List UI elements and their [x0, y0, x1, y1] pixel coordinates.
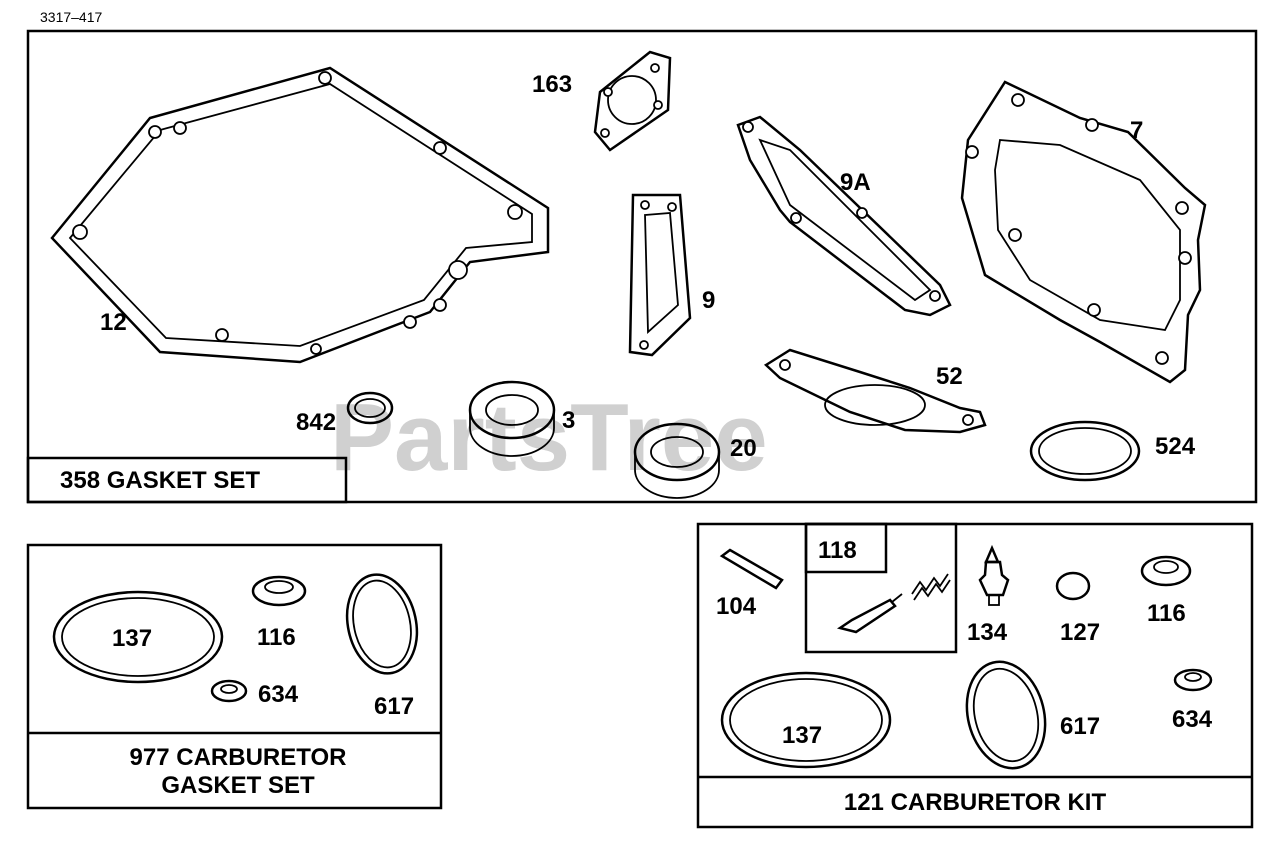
gasket-set-panel: 358 GASKET SET 12 163 [26, 29, 1258, 504]
label-524: 524 [1155, 433, 1196, 460]
part-134-needle-valve[interactable] [978, 544, 1010, 606]
gasket-set-title-box [26, 456, 348, 504]
carb-gasket-set-title-line2: GASKET SET [161, 772, 315, 799]
part-20-oil-seal[interactable] [633, 422, 721, 499]
carb-kit-frame [696, 522, 1254, 829]
label-3: 3 [562, 407, 575, 434]
part-118-screw-and-spring[interactable] [836, 573, 951, 634]
label-20: 20 [730, 435, 757, 462]
label-104: 104 [716, 593, 757, 620]
label-163: 163 [532, 71, 572, 98]
label-52: 52 [936, 363, 963, 390]
subkit-118-label-box [804, 522, 888, 574]
label-842: 842 [296, 409, 336, 436]
part-137-kit-gasket[interactable] [720, 671, 892, 769]
part-617-kit-o-ring[interactable] [956, 653, 1056, 776]
part-52-gasket[interactable] [763, 348, 987, 434]
carb-kit-panel: 121 CARBURETOR KIT 118 104 134 127 [696, 522, 1254, 829]
carb-gasket-set-title-line1: 977 CARBURETOR [130, 744, 347, 771]
part-842-washer[interactable] [346, 391, 394, 425]
part-9a-gasket[interactable] [736, 115, 952, 317]
part-634-kit-washer[interactable] [1173, 668, 1213, 692]
carb-gasket-set-panel: 977 CARBURETOR GASKET SET 137 116 634 61… [26, 543, 443, 810]
gasket-set-title: 358 GASKET SET [60, 467, 260, 494]
label-634-kit: 634 [1172, 706, 1213, 733]
carb-gasket-set-frame [26, 543, 443, 810]
label-116-kit: 116 [1147, 600, 1186, 627]
label-9a: 9A [840, 169, 871, 196]
part-524-o-ring[interactable] [1029, 420, 1141, 482]
document-id: 3317–417 [40, 9, 103, 25]
label-7: 7 [1130, 117, 1143, 144]
label-137: 137 [112, 625, 152, 652]
watermark: PartsTree [330, 384, 768, 491]
label-137-kit: 137 [782, 722, 822, 749]
carb-kit-title: 121 CARBURETOR KIT [844, 789, 1107, 816]
part-7-head-gasket[interactable] [960, 80, 1207, 384]
label-617: 617 [374, 693, 414, 720]
part-104-pin[interactable] [719, 548, 784, 590]
part-3-oil-seal[interactable] [468, 380, 556, 457]
part-617-o-ring[interactable] [338, 568, 425, 680]
label-134: 134 [967, 619, 1008, 646]
label-9: 9 [702, 287, 715, 314]
part-137-gasket[interactable] [52, 590, 224, 684]
part-163-gasket[interactable] [593, 50, 672, 152]
label-12: 12 [100, 309, 127, 336]
label-116: 116 [257, 624, 296, 651]
part-634-washer[interactable] [210, 679, 248, 703]
part-116-kit-washer[interactable] [1140, 555, 1192, 587]
part-127-welch-plug[interactable] [1055, 571, 1091, 601]
label-127: 127 [1060, 619, 1100, 646]
part-9-gasket[interactable] [628, 193, 692, 357]
part-12-crankcase-gasket[interactable] [50, 66, 550, 364]
label-634: 634 [258, 681, 299, 708]
gasket-set-frame [26, 29, 1258, 504]
label-118: 118 [818, 537, 857, 564]
label-617-kit: 617 [1060, 713, 1100, 740]
part-116-washer[interactable] [251, 575, 307, 607]
